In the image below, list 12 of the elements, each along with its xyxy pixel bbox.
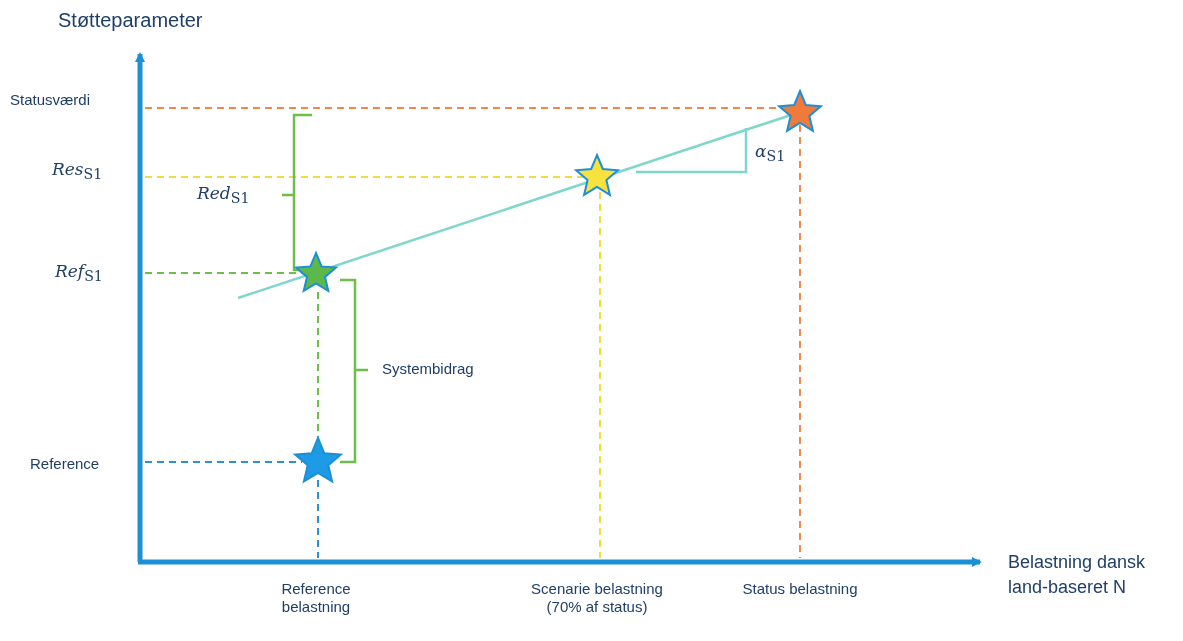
- math-label: Res$_{S1}$: [52, 160, 103, 184]
- math-label: Red$_{S1}$: [197, 184, 250, 208]
- math-label: Ref$_{S1}$: [55, 262, 103, 286]
- bracket-label: Systembidrag: [382, 360, 474, 378]
- tick-label: Reference: [30, 455, 100, 473]
- angle-label: α$_{S1}$: [755, 142, 786, 166]
- axis-label: Støtteparameter: [58, 8, 203, 32]
- tick-label: Status belastning: [741, 580, 859, 598]
- tick-label: Reference belastning: [280, 580, 352, 616]
- axis-label: Belastning dansk land-baseret N: [1008, 551, 1147, 599]
- tick-label: Statusværdi: [10, 91, 91, 109]
- tick-label: Scenarie belastning (70% af status): [530, 580, 664, 616]
